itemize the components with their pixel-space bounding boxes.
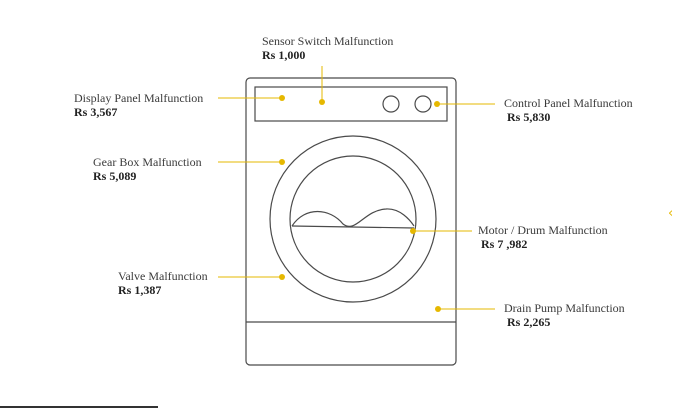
label-motor-price: Rs 7 ,982 [481, 236, 528, 251]
control-knob-left [382, 95, 400, 113]
control-knob-right [414, 95, 432, 113]
hotspot-display[interactable] [279, 95, 285, 101]
label-valve-price: Rs 1,387 [118, 282, 162, 297]
label-display: Display Panel Malfunction Rs 3,567 [74, 91, 204, 120]
label-control-name: Control Panel Malfunction [504, 96, 633, 110]
label-motor-name: Motor / Drum Malfunction [478, 223, 608, 237]
hotspot-sensor[interactable] [319, 99, 325, 105]
bottom-divider [0, 406, 158, 408]
label-drain-name: Drain Pump Malfunction [504, 301, 625, 315]
hotspot-motor[interactable] [410, 228, 416, 234]
callout-lines [218, 66, 495, 310]
chevron-left-icon[interactable]: ‹ [668, 206, 674, 221]
label-gearbox: Gear Box Malfunction Rs 5,089 [93, 155, 202, 184]
label-display-price: Rs 3,567 [74, 104, 118, 119]
label-valve: Valve Malfunction Rs 1,387 [118, 269, 208, 298]
label-drain-price: Rs 2,265 [507, 314, 551, 329]
hotspot-control[interactable] [434, 101, 440, 107]
washing-machine [245, 77, 457, 366]
label-control: Control Panel Malfunction Rs 5,830 [504, 96, 633, 125]
hotspot-gearbox[interactable] [279, 159, 285, 165]
hotspot-drain[interactable] [435, 306, 441, 312]
label-display-name: Display Panel Malfunction [74, 91, 204, 105]
machine-body [245, 77, 457, 366]
label-sensor: Sensor Switch Malfunction Rs 1,000 [262, 34, 394, 63]
hotspot-valve[interactable] [279, 274, 285, 280]
label-control-price: Rs 5,830 [507, 109, 551, 124]
drum-door-inner [289, 155, 417, 283]
label-sensor-price: Rs 1,000 [262, 47, 306, 62]
label-drain: Drain Pump Malfunction Rs 2,265 [504, 301, 625, 330]
label-sensor-name: Sensor Switch Malfunction [262, 34, 394, 48]
label-gearbox-price: Rs 5,089 [93, 168, 137, 183]
drum-water-wave [291, 208, 415, 227]
hotspots [279, 95, 441, 312]
label-gearbox-name: Gear Box Malfunction [93, 155, 202, 169]
label-valve-name: Valve Malfunction [118, 269, 208, 283]
label-motor: Motor / Drum Malfunction Rs 7 ,982 [478, 223, 608, 252]
drum-water-line [291, 225, 415, 229]
control-panel-box [254, 86, 448, 122]
drum-door-outer [269, 135, 437, 303]
